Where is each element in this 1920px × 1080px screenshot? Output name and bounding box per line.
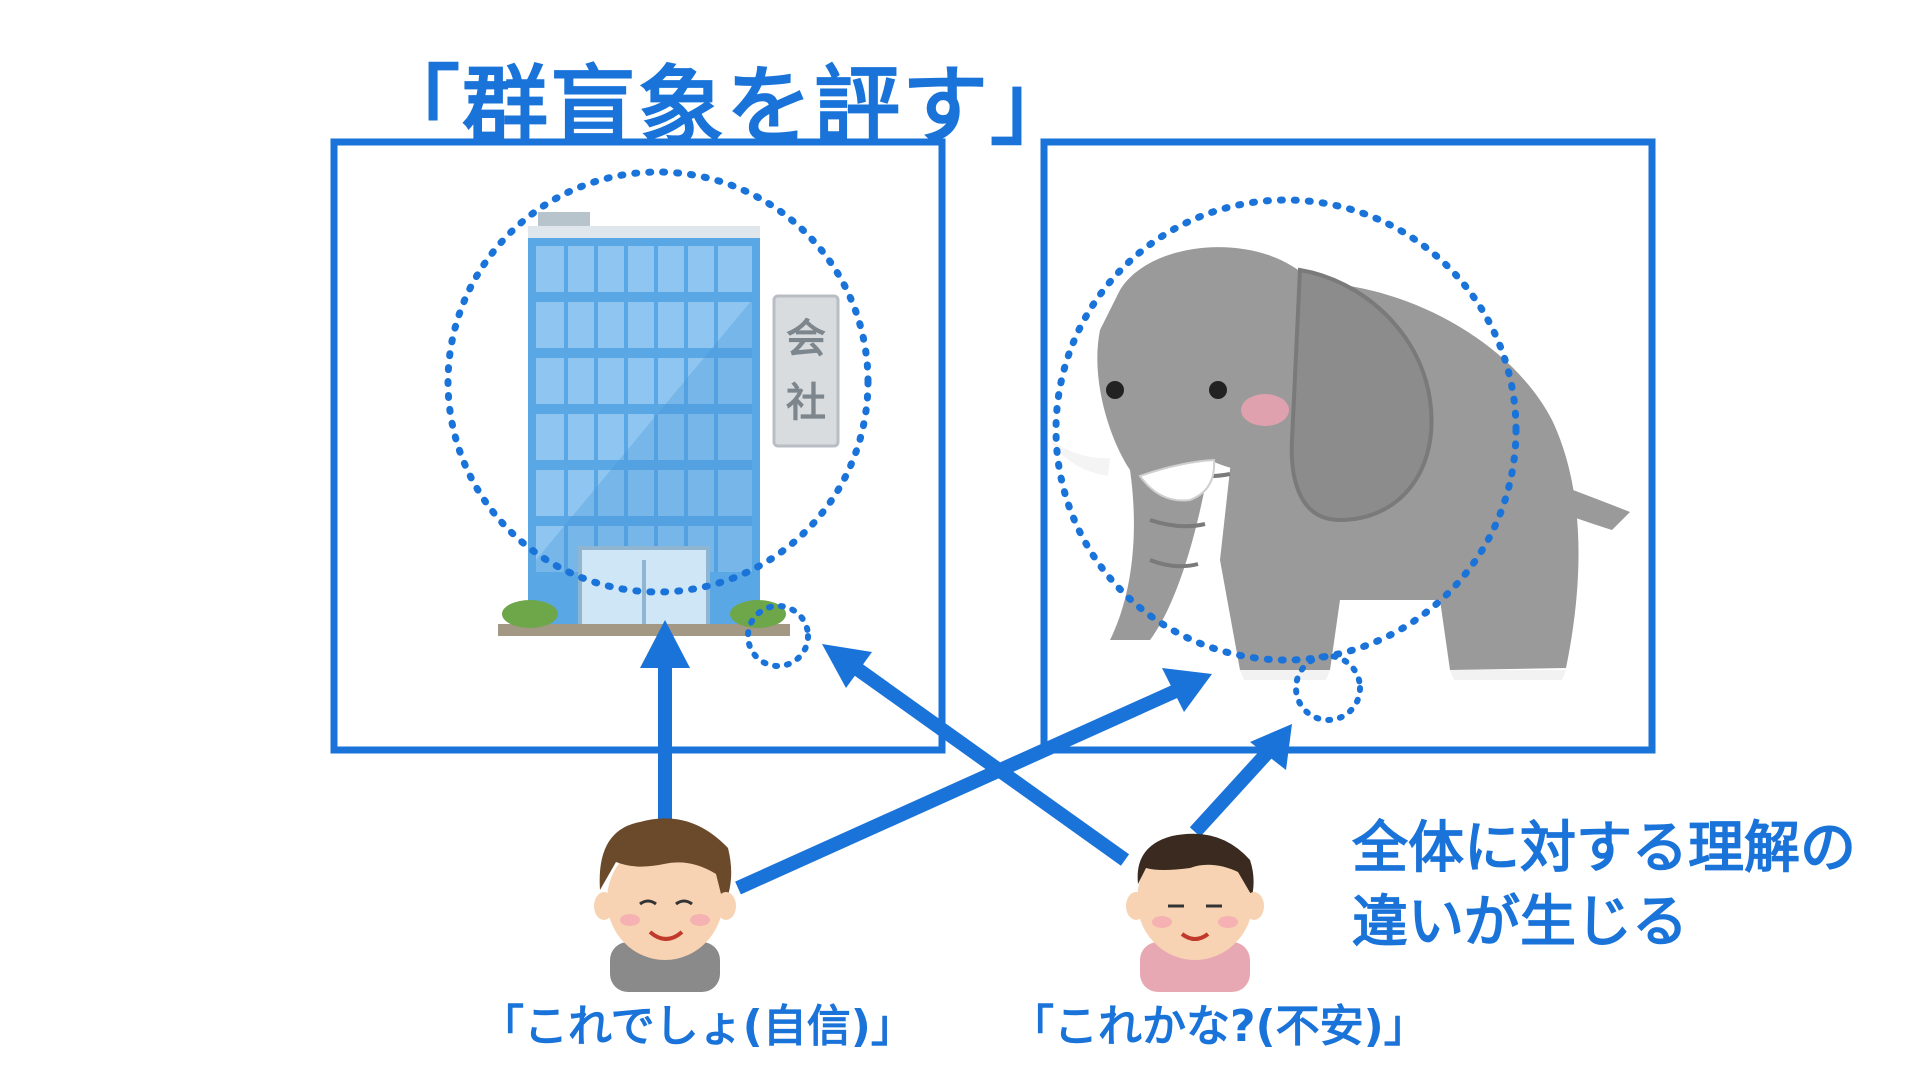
arrowhead-4 [1250,724,1292,770]
arrowhead-3 [822,644,872,688]
office-building-illustration: 会 社 [498,212,840,636]
arrowhead-1 [640,620,690,668]
arrow-right-to-bush [851,662,1130,866]
person-right-avatar [1126,833,1264,992]
arrowhead-2 [1162,668,1212,712]
arrow-right-to-foot [1189,747,1274,837]
sign-char-1: 会 [786,316,826,362]
building-focus-circle [444,168,872,596]
note-line-2: 違いが生じる [1352,890,1688,955]
person-left-quote: 「これでしょ(自信)」 [480,1001,915,1052]
person-right-quote: 「これかな?(不安)」 [1010,1001,1428,1052]
explanation-note: 全体に対する理解の 違いが生じる [1352,812,1856,960]
arrows [658,662,1274,895]
foot-focus-circle [1293,653,1363,723]
elephant-illustration [1050,247,1630,680]
note-line-1: 全体に対する理解の [1352,816,1856,881]
company-sign [772,294,840,448]
elephant-focus-circle [1052,196,1520,664]
left-frame [330,138,946,754]
sign-char-2: 社 [786,380,826,426]
arrow-left-to-elephant [735,683,1181,895]
right-frame [1040,138,1656,754]
person-left-avatar [594,818,736,992]
bush-focus-circle [745,603,811,669]
